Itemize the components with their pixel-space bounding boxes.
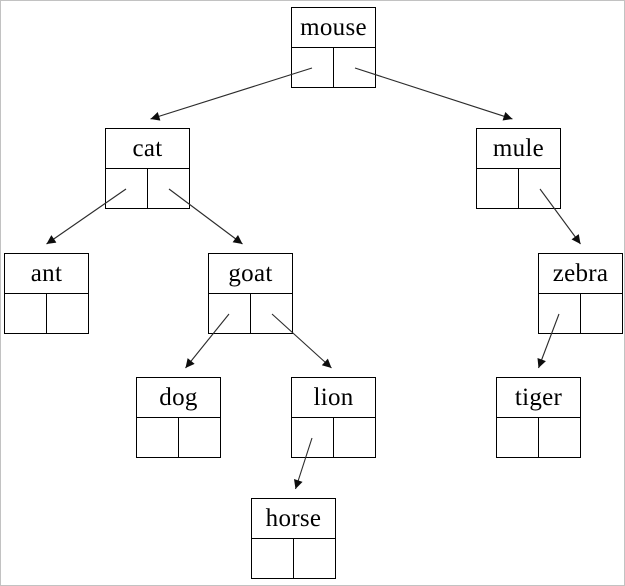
tree-node-goat: goat (208, 253, 293, 334)
pointer-cells (292, 418, 375, 458)
left-pointer-cell (137, 418, 179, 458)
right-pointer-cell (47, 294, 88, 334)
tree-node-horse: horse (251, 498, 336, 579)
pointer-cells (292, 48, 375, 88)
tree-node-label: cat (106, 129, 189, 169)
tree-node-zebra: zebra (538, 253, 623, 334)
pointer-cells (539, 294, 622, 334)
tree-node-mule: mule (476, 128, 561, 209)
left-pointer-cell (252, 539, 294, 579)
right-pointer-cell (148, 169, 189, 209)
tree-node-label: lion (292, 378, 375, 418)
right-pointer-cell (519, 169, 560, 209)
right-pointer-cell (581, 294, 622, 334)
left-pointer-cell (477, 169, 519, 209)
left-pointer-cell (5, 294, 47, 334)
left-pointer-cell (292, 418, 334, 458)
tree-node-label: mule (477, 129, 560, 169)
tree-node-label: horse (252, 499, 335, 539)
right-pointer-cell (334, 418, 375, 458)
tree-node-lion: lion (291, 377, 376, 458)
tree-node-label: tiger (497, 378, 580, 418)
pointer-cells (209, 294, 292, 334)
left-pointer-cell (209, 294, 251, 334)
left-pointer-cell (539, 294, 581, 334)
left-pointer-cell (292, 48, 334, 88)
tree-node-label: zebra (539, 254, 622, 294)
pointer-cells (252, 539, 335, 579)
tree-node-cat: cat (105, 128, 190, 209)
tree-node-mouse: mouse (291, 7, 376, 88)
pointer-cells (137, 418, 220, 458)
right-pointer-cell (179, 418, 220, 458)
right-pointer-cell (251, 294, 292, 334)
right-pointer-cell (334, 48, 375, 88)
pointer-cells (106, 169, 189, 209)
left-pointer-cell (106, 169, 148, 209)
right-pointer-cell (294, 539, 335, 579)
tree-node-label: dog (137, 378, 220, 418)
left-pointer-cell (497, 418, 539, 458)
tree-node-label: goat (209, 254, 292, 294)
pointer-cells (497, 418, 580, 458)
tree-node-label: ant (5, 254, 88, 294)
right-pointer-cell (539, 418, 580, 458)
tree-node-dog: dog (136, 377, 221, 458)
pointer-cells (477, 169, 560, 209)
pointer-cells (5, 294, 88, 334)
tree-node-ant: ant (4, 253, 89, 334)
tree-node-tiger: tiger (496, 377, 581, 458)
tree-node-label: mouse (292, 8, 375, 48)
